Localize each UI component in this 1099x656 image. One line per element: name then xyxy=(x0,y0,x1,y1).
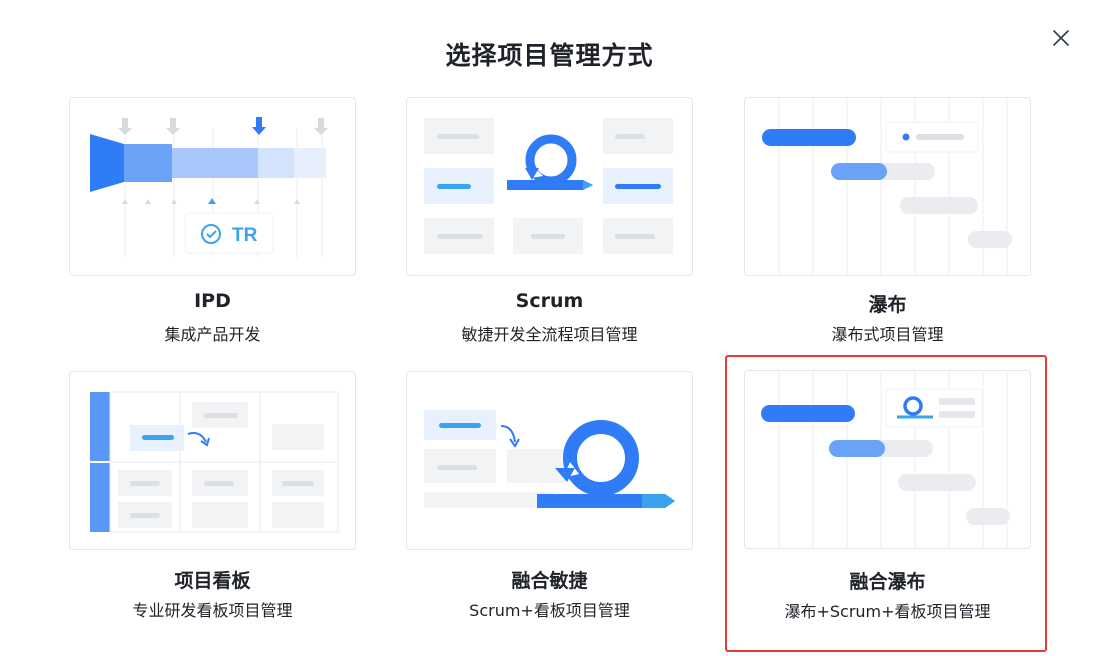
card-title: IPD xyxy=(194,290,231,312)
close-icon[interactable] xyxy=(1049,26,1073,50)
card-kanban[interactable]: 项目看板 专业研发看板项目管理 xyxy=(69,371,356,621)
kanban-illustration xyxy=(69,371,356,550)
card-title: 瀑布 xyxy=(868,294,907,316)
card-title: 融合敏捷 xyxy=(511,570,588,592)
ipd-illustration: TR xyxy=(69,97,356,276)
tr-badge-label: TR xyxy=(232,225,258,246)
card-title: 项目看板 xyxy=(174,570,251,592)
card-waterfall[interactable]: 瀑布 瀑布式项目管理 xyxy=(744,97,1031,347)
card-scrum[interactable]: Scrum 敏捷开发全流程项目管理 xyxy=(406,97,693,347)
card-hybrid-agile[interactable]: 融合敏捷 Scrum+看板项目管理 xyxy=(406,371,693,621)
card-hybrid-waterfall[interactable]: 融合瀑布 瀑布+Scrum+看板项目管理 xyxy=(744,370,1031,622)
card-ipd[interactable]: TR IPD 集成产品开发 xyxy=(69,97,356,347)
waterfall-illustration xyxy=(744,97,1031,276)
card-description: 瀑布+Scrum+看板项目管理 xyxy=(784,602,991,621)
card-description: 敏捷开发全流程项目管理 xyxy=(461,325,638,344)
card-description: Scrum+看板项目管理 xyxy=(469,601,630,620)
dialog-title: 选择项目管理方式 xyxy=(445,41,654,70)
card-description: 瀑布式项目管理 xyxy=(831,325,944,344)
card-description: 集成产品开发 xyxy=(164,325,261,344)
hybrid-agile-illustration xyxy=(406,371,693,550)
card-title: 融合瀑布 xyxy=(849,571,926,593)
card-description: 专业研发看板项目管理 xyxy=(132,601,293,620)
scrum-illustration xyxy=(406,97,693,276)
hybrid-waterfall-illustration xyxy=(744,370,1031,549)
card-title: Scrum xyxy=(515,290,584,312)
